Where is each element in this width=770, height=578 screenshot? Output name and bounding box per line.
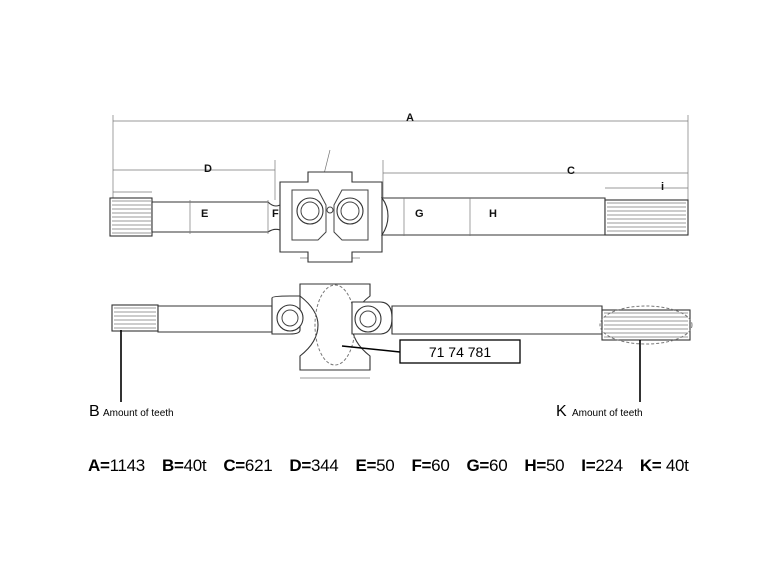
- dim-label-c: C: [567, 165, 575, 177]
- legend-item: I=224: [581, 456, 623, 475]
- callout-k-letter: K: [556, 403, 567, 420]
- part-number-box: [399, 339, 521, 364]
- dim-label-a: A: [406, 112, 414, 124]
- legend-item: H=50: [524, 456, 565, 475]
- dim-label-i: i: [661, 181, 664, 193]
- dim-label-h: H: [489, 208, 497, 220]
- part-number: 71 74 781: [429, 344, 491, 360]
- legend-item: G=60: [466, 456, 508, 475]
- callout-b-letter: B: [89, 403, 100, 420]
- legend-item: K= 40t: [639, 456, 689, 475]
- dimension-legend: A=1143 B=40t C=621 D=344 E=50 F=60 G=60 …: [88, 456, 689, 476]
- dim-label-d: D: [204, 163, 212, 175]
- side-view-shaft: [111, 283, 693, 379]
- part-number-leader: [341, 345, 401, 353]
- legend-item: B=40t: [161, 456, 207, 475]
- legend-item: D=344: [289, 456, 339, 475]
- callout-k-text: Amount of teeth: [572, 408, 643, 419]
- legend-item: A=1143: [88, 456, 145, 475]
- left-spline-teeth: [112, 200, 151, 234]
- dimension-lines: [112, 115, 689, 259]
- legend-item: E=50: [355, 456, 395, 475]
- legend-item: F=60: [411, 456, 450, 475]
- legend-item: C=621: [223, 456, 273, 475]
- top-view-shaft: [109, 171, 689, 263]
- dim-label-f: F: [272, 208, 279, 220]
- dim-label-e: E: [201, 208, 208, 220]
- callout-b-text: Amount of teeth: [103, 408, 174, 419]
- dim-label-g: G: [415, 208, 424, 220]
